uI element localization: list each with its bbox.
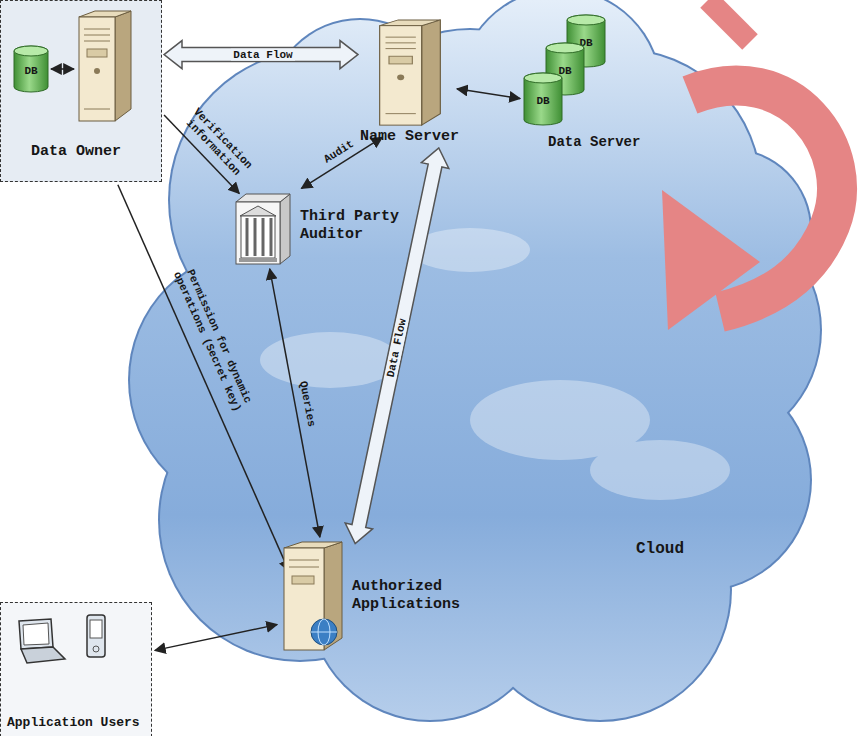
- node-label: DB: [523, 95, 563, 108]
- server-icon: [75, 9, 135, 124]
- database-cylinder: DB: [523, 72, 563, 126]
- drawing-part: [385, 42, 415, 43]
- drawing-part: [708, 0, 750, 42]
- laptop-icon: [9, 617, 67, 667]
- drawing-part: [84, 109, 110, 110]
- server-icon: [75, 9, 135, 124]
- cloud-shape: [130, 0, 820, 720]
- drawing-part: [23, 623, 49, 645]
- region-label: Cloud: [636, 540, 684, 558]
- node-label: Third Party Auditor: [300, 208, 418, 244]
- drawing-part: [385, 113, 415, 114]
- database-cylinder: DB: [13, 45, 49, 93]
- label-text: Data Flow: [231, 48, 294, 60]
- drawing-part: [567, 15, 605, 25]
- node-label: Name Server: [360, 128, 459, 146]
- drawing-part: [239, 258, 277, 262]
- user-group-box: Application Users: [0, 602, 152, 736]
- connector-arrow: [155, 625, 277, 651]
- connector-arrow: [270, 269, 320, 537]
- drawing-part: [590, 440, 730, 500]
- drawing-part: [14, 46, 48, 56]
- drawing-part: [389, 56, 412, 64]
- region-label: Data Server: [548, 134, 640, 150]
- drawing-part: [19, 619, 53, 649]
- connector-arrow: [301, 137, 382, 188]
- drawing-part: [115, 11, 131, 121]
- drawing-part: [93, 646, 99, 652]
- drawing-part: [14, 46, 48, 92]
- laptop-icon: [9, 617, 67, 667]
- drawing-part: [246, 218, 249, 256]
- connector-label: Data Flow: [223, 48, 303, 61]
- application-node: Authorized Applications: [280, 540, 482, 652]
- drawing-part: [260, 332, 400, 388]
- drawing-part: [421, 20, 440, 125]
- drawing-part: [270, 218, 273, 256]
- connector-arrow: [457, 89, 520, 99]
- drawing-part: [87, 615, 105, 657]
- data-flow-arrow: [164, 41, 358, 69]
- drawing-part: [236, 202, 280, 264]
- drawing-part: [262, 218, 265, 256]
- drawing-part: [524, 73, 562, 125]
- drawing-part: [289, 560, 319, 561]
- drawing-part: [84, 35, 110, 36]
- drawing-part: [379, 26, 421, 125]
- local-link: [48, 59, 88, 79]
- drawing-part: [385, 48, 415, 49]
- drawing-part: [379, 20, 440, 26]
- auditor-node: Third Party Auditor: [232, 186, 418, 266]
- drawing-part: [460, 0, 660, 190]
- drawing-part: [524, 73, 562, 83]
- node-label: DB: [13, 65, 49, 78]
- name-server-icon: [375, 18, 445, 128]
- node-label: Application Users: [7, 715, 140, 731]
- cloud-outline: [128, 0, 822, 722]
- drawing-part: [51, 68, 74, 70]
- cloud-highlight: [260, 228, 730, 500]
- drawing-part: [241, 216, 275, 258]
- drawing-part: [254, 218, 257, 256]
- drawing-part: [90, 620, 102, 638]
- drawing-part: [311, 632, 337, 633]
- data-owner-box: Data Owner DB: [0, 0, 162, 182]
- drawing-part: [385, 37, 415, 38]
- drawing-part: [84, 41, 110, 42]
- drawing-part: [87, 49, 107, 57]
- drawing-part: [284, 542, 342, 548]
- node-label: Data Owner: [31, 143, 121, 161]
- drawing-part: [662, 190, 760, 330]
- drawing-part: [397, 74, 404, 80]
- phone-icon: [85, 613, 109, 661]
- drawing-part: [292, 576, 314, 584]
- drawing-part: [21, 647, 65, 663]
- drawing-part: [79, 11, 131, 17]
- drawing-part: [236, 194, 290, 202]
- phone-icon: [85, 613, 109, 661]
- node-icon: [280, 540, 346, 652]
- node-label: Authorized Applications: [352, 578, 482, 614]
- drawing-part: [546, 43, 584, 53]
- data-flow-arrow: [345, 148, 449, 544]
- watermark: [662, 0, 837, 330]
- drawing-part: [79, 17, 115, 121]
- node-icon: [232, 186, 294, 266]
- connector-arrow: [118, 185, 289, 571]
- auditor-icon: [232, 186, 294, 266]
- drawing-part: [94, 68, 100, 74]
- drawing-part: [240, 206, 276, 216]
- drawing-part: [84, 29, 110, 30]
- server-icon: [375, 18, 445, 128]
- drawing-part: [289, 567, 319, 568]
- drawing-part: [280, 194, 290, 264]
- name-server: Name Server: [360, 18, 459, 146]
- application-server-icon: [280, 540, 346, 652]
- drawing-part: [311, 619, 337, 645]
